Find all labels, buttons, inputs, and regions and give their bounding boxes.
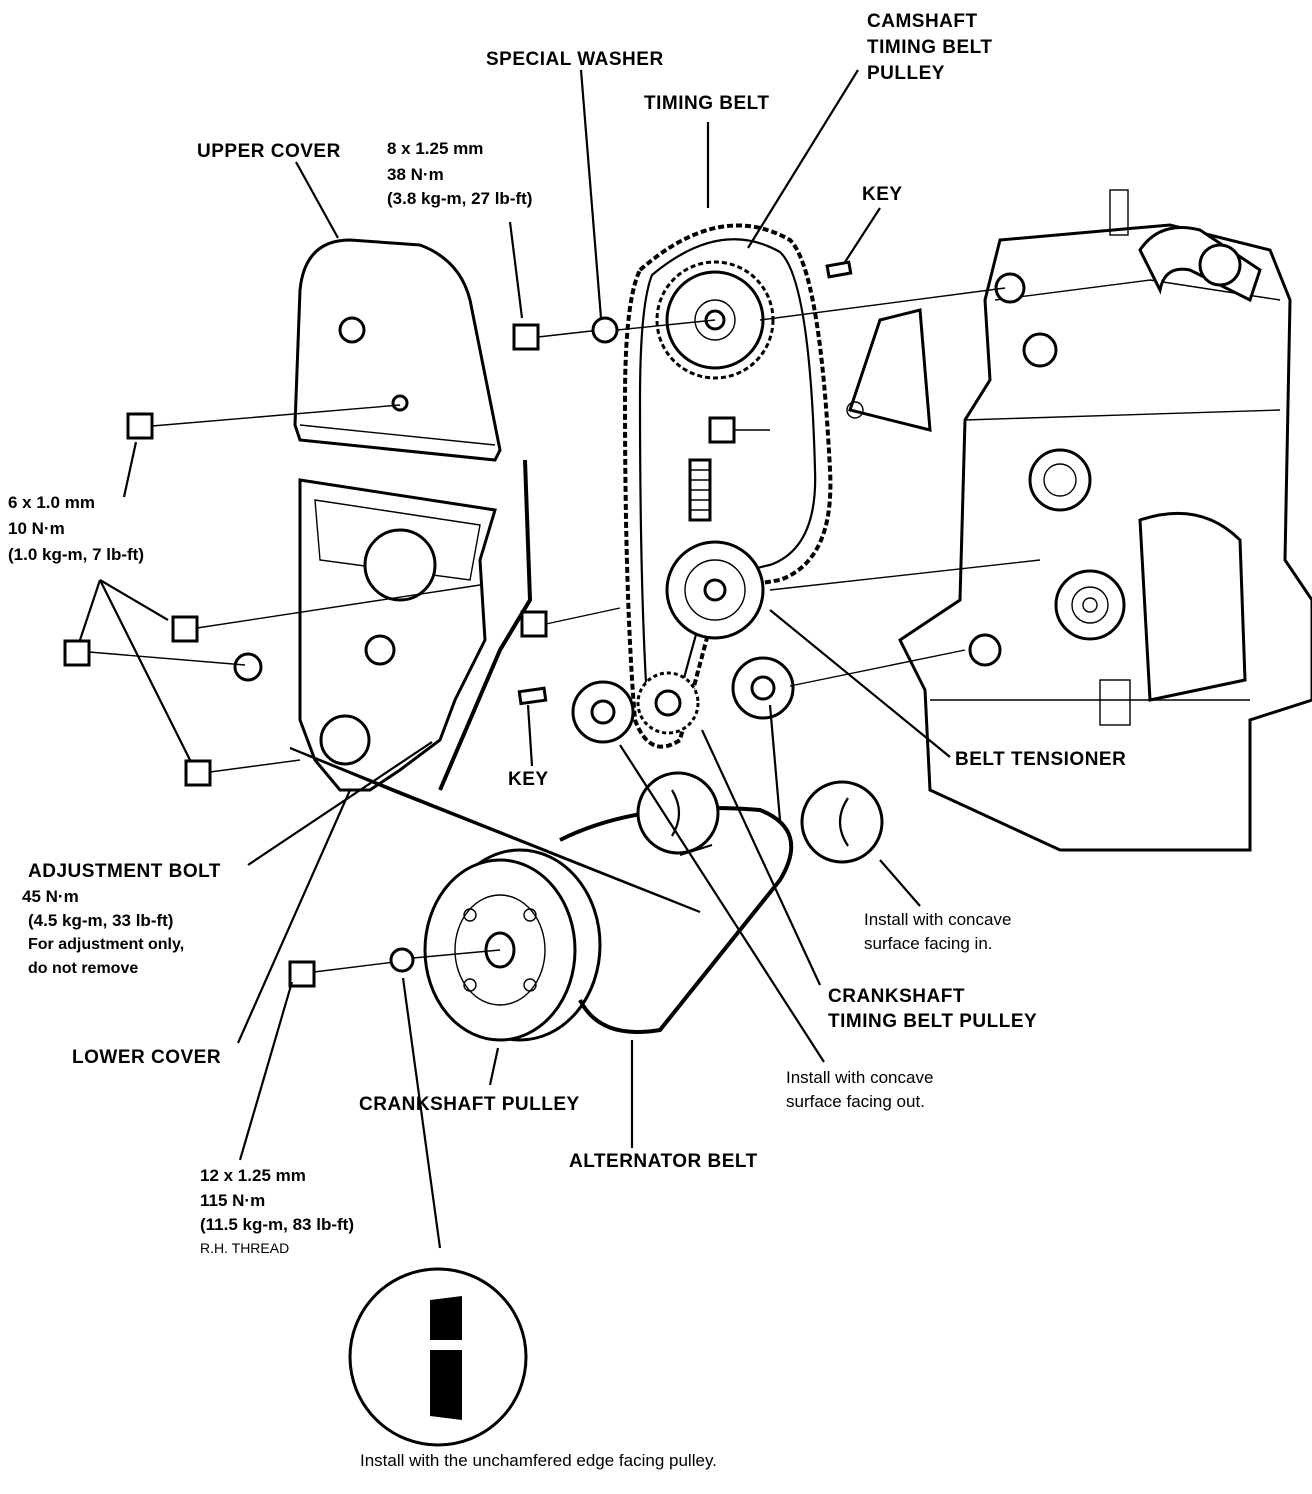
engine-block: [846, 189, 1312, 852]
lower-cover: [233, 459, 533, 792]
upper-cover-label: UPPER COVER: [197, 141, 341, 162]
timing-belt: [622, 223, 833, 749]
camshaft-pulley-label-3: PULLEY: [867, 63, 945, 84]
cam-bolt-spec-torque: 38 N·m: [387, 165, 444, 184]
camshaft-pulley-label-2: TIMING BELT: [867, 37, 993, 58]
camshaft-pulley-label-1: CAMSHAFT: [867, 11, 978, 32]
unchamfered-note: Install with the unchamfered edge facing…: [360, 1451, 717, 1470]
concave-in-note-1: Install with concave: [864, 910, 1012, 929]
crankshaft-timing-pulley-label-1: CRANKSHAFT: [828, 986, 965, 1007]
concave-out-note-2: surface facing out.: [786, 1092, 925, 1111]
bolts: [63, 287, 1041, 988]
belt-tensioner-label: BELT TENSIONER: [955, 749, 1127, 770]
lower-cover-label: LOWER COVER: [72, 1047, 222, 1068]
crankshaft-timing-pulley: [517, 260, 853, 744]
upper-cover: [293, 238, 502, 462]
crankshaft-timing-pulley-label-2: TIMING BELT PULLEY: [828, 1011, 1038, 1032]
adjustment-bolt-conversion: (4.5 kg-m, 33 lb-ft): [28, 911, 174, 930]
detail-callouts: [348, 771, 884, 1447]
concave-out-note-1: Install with concave: [786, 1068, 934, 1087]
timing-belt-label: TIMING BELT: [644, 93, 770, 114]
special-washer-label: SPECIAL WASHER: [486, 49, 664, 70]
belt-tensioner: [665, 458, 765, 640]
crank-bolt-spec-size: 12 x 1.25 mm: [200, 1166, 306, 1185]
crankshaft-pulley-label: CRANKSHAFT PULLEY: [359, 1094, 580, 1115]
adjustment-bolt-torque: 45 N·m: [22, 887, 79, 906]
crank-bolt-spec-torque: 115 N·m: [200, 1191, 266, 1210]
alternator-belt-label: ALTERNATOR BELT: [569, 1151, 758, 1172]
cover-bolt-spec-conversion: (1.0 kg-m, 7 lb-ft): [8, 545, 145, 564]
cover-bolt-spec-torque: 10 N·m: [8, 519, 65, 538]
key-label-bottom: KEY: [508, 769, 549, 790]
concave-in-note-2: surface facing in.: [864, 934, 993, 953]
cover-bolt-spec-size: 6 x 1.0 mm: [8, 493, 95, 512]
leader-lines: [78, 69, 951, 1249]
adjustment-bolt-note-1: For adjustment only,: [28, 936, 185, 953]
cam-bolt-spec-conversion: (3.8 kg-m, 27 lb-ft): [387, 189, 533, 208]
crank-bolt-spec-conversion: (11.5 kg-m, 83 lb-ft): [200, 1215, 354, 1234]
key-label-top: KEY: [862, 184, 903, 205]
crank-bolt-thread-note: R.H. THREAD: [200, 1240, 290, 1256]
adjustment-bolt-note-2: do not remove: [28, 960, 139, 977]
adjustment-bolt-label: ADJUSTMENT BOLT: [28, 861, 221, 882]
cam-bolt-spec-size: 8 x 1.25 mm: [387, 139, 484, 158]
